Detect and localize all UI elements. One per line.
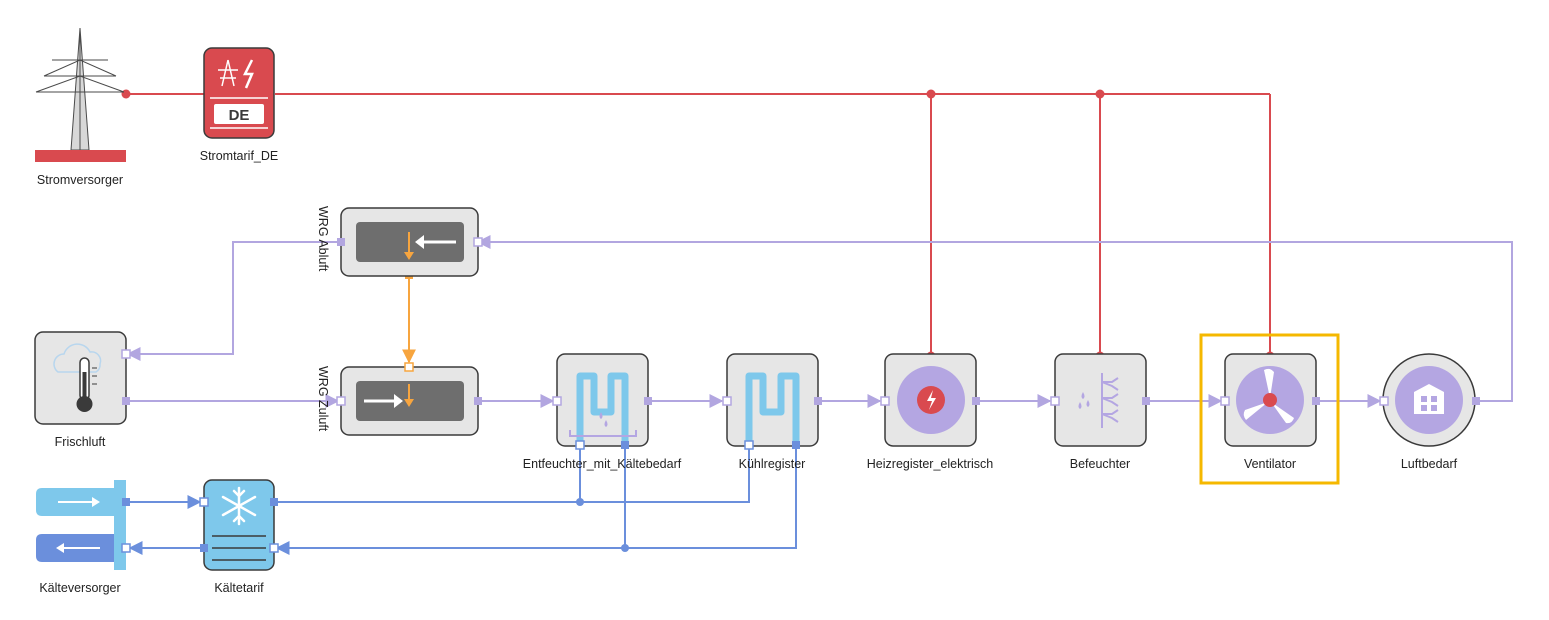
label-befeuchter: Befeuchter <box>1070 457 1130 471</box>
droplets-icon <box>1078 392 1090 409</box>
tariff-badge <box>214 104 264 124</box>
port <box>1220 396 1230 406</box>
node-wrg-abluft[interactable]: WRG Abluft <box>316 206 483 277</box>
power-connections <box>126 93 1271 356</box>
label-entfeuchter: Entfeuchter_mit_Kältebedarf <box>523 457 682 471</box>
befeuchter-box <box>1054 353 1147 447</box>
label-wrg-zuluft: WRG Zuluft <box>316 366 330 432</box>
power-junction <box>926 89 936 99</box>
drip-tray <box>569 430 637 437</box>
cold-tariff-supply <box>273 445 750 503</box>
power-junctions <box>121 89 1275 361</box>
port <box>122 498 130 506</box>
cold-junction <box>621 544 629 552</box>
port <box>552 396 562 406</box>
label-kuehlregister: Kühlregister <box>739 457 806 471</box>
port <box>814 397 822 405</box>
label-stromversorger: Stromversorger <box>37 173 123 187</box>
node-stromtarif[interactable]: DE Stromtarif_DE <box>200 47 279 163</box>
power-junction <box>1095 89 1105 99</box>
thermometer-cloud-icon <box>53 343 102 412</box>
port <box>473 237 483 247</box>
label-heizregister: Heizregister_elektrisch <box>867 457 993 471</box>
label-frischluft: Frischluft <box>55 435 106 449</box>
port <box>200 544 208 552</box>
label-luftbedarf: Luftbedarf <box>1401 457 1458 471</box>
building-icon <box>1395 366 1463 434</box>
node-ventilator[interactable]: Ventilator <box>1199 333 1340 485</box>
port <box>792 441 800 449</box>
cold-junction <box>576 498 584 506</box>
heat-recovery-supply-icon <box>364 384 414 408</box>
snowflake-icon <box>221 486 257 526</box>
node-stromversorger[interactable]: Stromversorger <box>35 27 126 187</box>
port <box>1472 397 1480 405</box>
label-kaelteversorger: Kälteversorger <box>39 581 120 595</box>
port <box>1379 396 1389 406</box>
port <box>270 498 278 506</box>
port <box>1050 396 1060 406</box>
pylon-base <box>35 150 126 162</box>
cold-supply-icon <box>36 480 126 570</box>
air-return-loop <box>476 235 1513 402</box>
label-kaeltetarif: Kältetarif <box>214 581 264 595</box>
dehumidifier-coil-icon <box>576 372 629 445</box>
humidifier-icon <box>1101 373 1119 428</box>
port <box>880 396 890 406</box>
port <box>474 397 482 405</box>
port <box>744 440 754 450</box>
power-tariff-icon <box>210 59 268 129</box>
node-frischluft[interactable]: Frischluft <box>34 331 131 449</box>
cold-cooler-return <box>275 445 797 555</box>
tariff-badge-text: DE <box>229 107 250 124</box>
port <box>972 397 980 405</box>
label-wrg-abluft: WRG Abluft <box>316 206 330 272</box>
air-connections <box>126 235 1513 408</box>
label-stromtarif: Stromtarif_DE <box>200 149 279 163</box>
cooling-coil-icon <box>745 372 800 445</box>
electric-heater-icon <box>897 366 965 434</box>
port <box>199 497 209 507</box>
label-ventilator: Ventilator <box>1244 457 1296 471</box>
port <box>336 396 346 406</box>
fan-icon <box>1236 366 1304 434</box>
air-exhaust-to-fresh <box>126 241 340 361</box>
selection-frame <box>1199 333 1340 485</box>
cold-connections <box>126 445 797 555</box>
droplets-icon <box>599 412 608 427</box>
node-kaelteversorger[interactable]: Kälteversorger <box>36 480 131 595</box>
port <box>575 440 585 450</box>
power-junction <box>121 89 131 99</box>
cold-junctions <box>576 498 629 552</box>
port <box>404 362 414 372</box>
node-befeuchter[interactable]: Befeuchter <box>1050 353 1150 471</box>
port <box>121 543 131 553</box>
node-luftbedarf[interactable]: Luftbedarf <box>1379 353 1480 471</box>
node-entfeuchter[interactable]: Entfeuchter_mit_Kältebedarf <box>523 353 682 471</box>
node-kuehlregister[interactable]: Kühlregister <box>722 353 822 471</box>
node-kaeltetarif[interactable]: Kältetarif <box>199 479 279 595</box>
port <box>722 396 732 406</box>
node-wrg-zuluft[interactable]: WRG Zuluft <box>316 362 482 436</box>
power-pylon-icon <box>35 27 125 151</box>
port <box>337 238 345 246</box>
port <box>121 349 131 359</box>
node-heizregister[interactable]: Heizregister_elektrisch <box>867 353 993 471</box>
port <box>122 397 130 405</box>
port <box>269 543 279 553</box>
port <box>1142 397 1150 405</box>
kuehlregister-box <box>726 353 819 447</box>
port <box>644 397 652 405</box>
port <box>1312 397 1320 405</box>
stromtarif-box <box>203 47 275 139</box>
tariff-lines <box>212 535 266 561</box>
port <box>621 441 629 449</box>
heat-recovery-exhaust-icon <box>404 232 456 260</box>
